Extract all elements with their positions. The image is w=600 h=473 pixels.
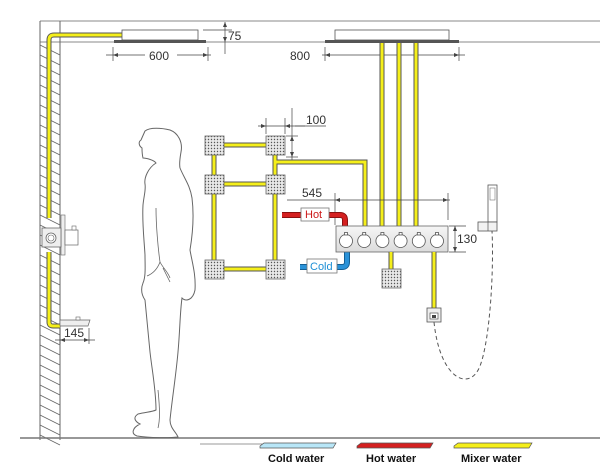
hand-shower xyxy=(477,184,498,232)
waterfall-supply-pipes xyxy=(379,43,419,226)
knob-indicator xyxy=(435,232,439,236)
wall-valve xyxy=(41,214,79,256)
dim-100: 100 xyxy=(258,108,326,160)
dim-800-label: 800 xyxy=(290,49,310,63)
dim-130: 130 xyxy=(449,225,477,253)
knob-indicator xyxy=(380,232,385,236)
dim-145-label: 145 xyxy=(64,326,84,340)
knob-indicator xyxy=(362,232,367,236)
thermostat-panel xyxy=(335,225,449,253)
thermostat-knob xyxy=(357,234,372,248)
cold-pipe-label: Cold xyxy=(310,261,333,273)
dim-75-label: 75 xyxy=(228,29,242,43)
legend-mixer-water: Mixer water xyxy=(453,442,533,465)
legend-cold-label: Cold water xyxy=(268,453,325,465)
body-jet xyxy=(265,259,286,280)
shower-hose xyxy=(433,230,493,380)
dim-100-label: 100 xyxy=(306,113,326,127)
legend-hot-label: Hot water xyxy=(366,453,417,465)
thermostat-knob xyxy=(375,234,390,248)
thermostat-knob xyxy=(430,234,444,248)
legend: Cold water Hot water Mixer water xyxy=(259,442,533,465)
knob-indicator xyxy=(416,232,421,236)
hose-outlet xyxy=(426,307,442,323)
person-arm xyxy=(146,207,171,283)
rain-shower-head xyxy=(114,29,206,43)
wall-mixer-pipe xyxy=(46,32,122,329)
body-jet xyxy=(204,174,225,195)
lower-pipes xyxy=(388,252,437,308)
body-jet xyxy=(265,135,286,156)
dim-600: 600 xyxy=(106,47,211,63)
thermostat-knob xyxy=(393,234,408,248)
body-jets xyxy=(204,135,286,280)
body-jet xyxy=(265,174,286,195)
legend-hot-water: Hot water xyxy=(356,442,434,465)
hot-pipe-label: Hot xyxy=(305,209,322,221)
dim-75: 75 xyxy=(203,22,242,54)
cold-water-pipe: Cold xyxy=(300,252,350,274)
dim-545: 545 xyxy=(287,186,450,225)
knob-indicator xyxy=(398,232,403,236)
legend-cold-water: Cold water xyxy=(259,442,337,465)
thermostat-knob xyxy=(339,234,353,248)
waterfall-shower-head xyxy=(325,29,459,43)
person-figure xyxy=(132,127,196,439)
dim-800: 800 xyxy=(289,47,465,63)
dim-130-label: 130 xyxy=(457,232,477,246)
legend-mixer-label: Mixer water xyxy=(461,453,522,465)
knob-indicator xyxy=(344,232,348,236)
dim-145: 145 xyxy=(55,326,95,344)
thermostat-knob xyxy=(411,234,426,248)
dim-545-label: 545 xyxy=(302,186,322,200)
body-jet xyxy=(204,259,225,280)
body-jet xyxy=(204,135,225,156)
dim-600-label: 600 xyxy=(149,49,169,63)
hot-water-pipe: Hot xyxy=(282,207,348,226)
tub-spout xyxy=(59,316,91,327)
body-jet xyxy=(381,268,402,289)
